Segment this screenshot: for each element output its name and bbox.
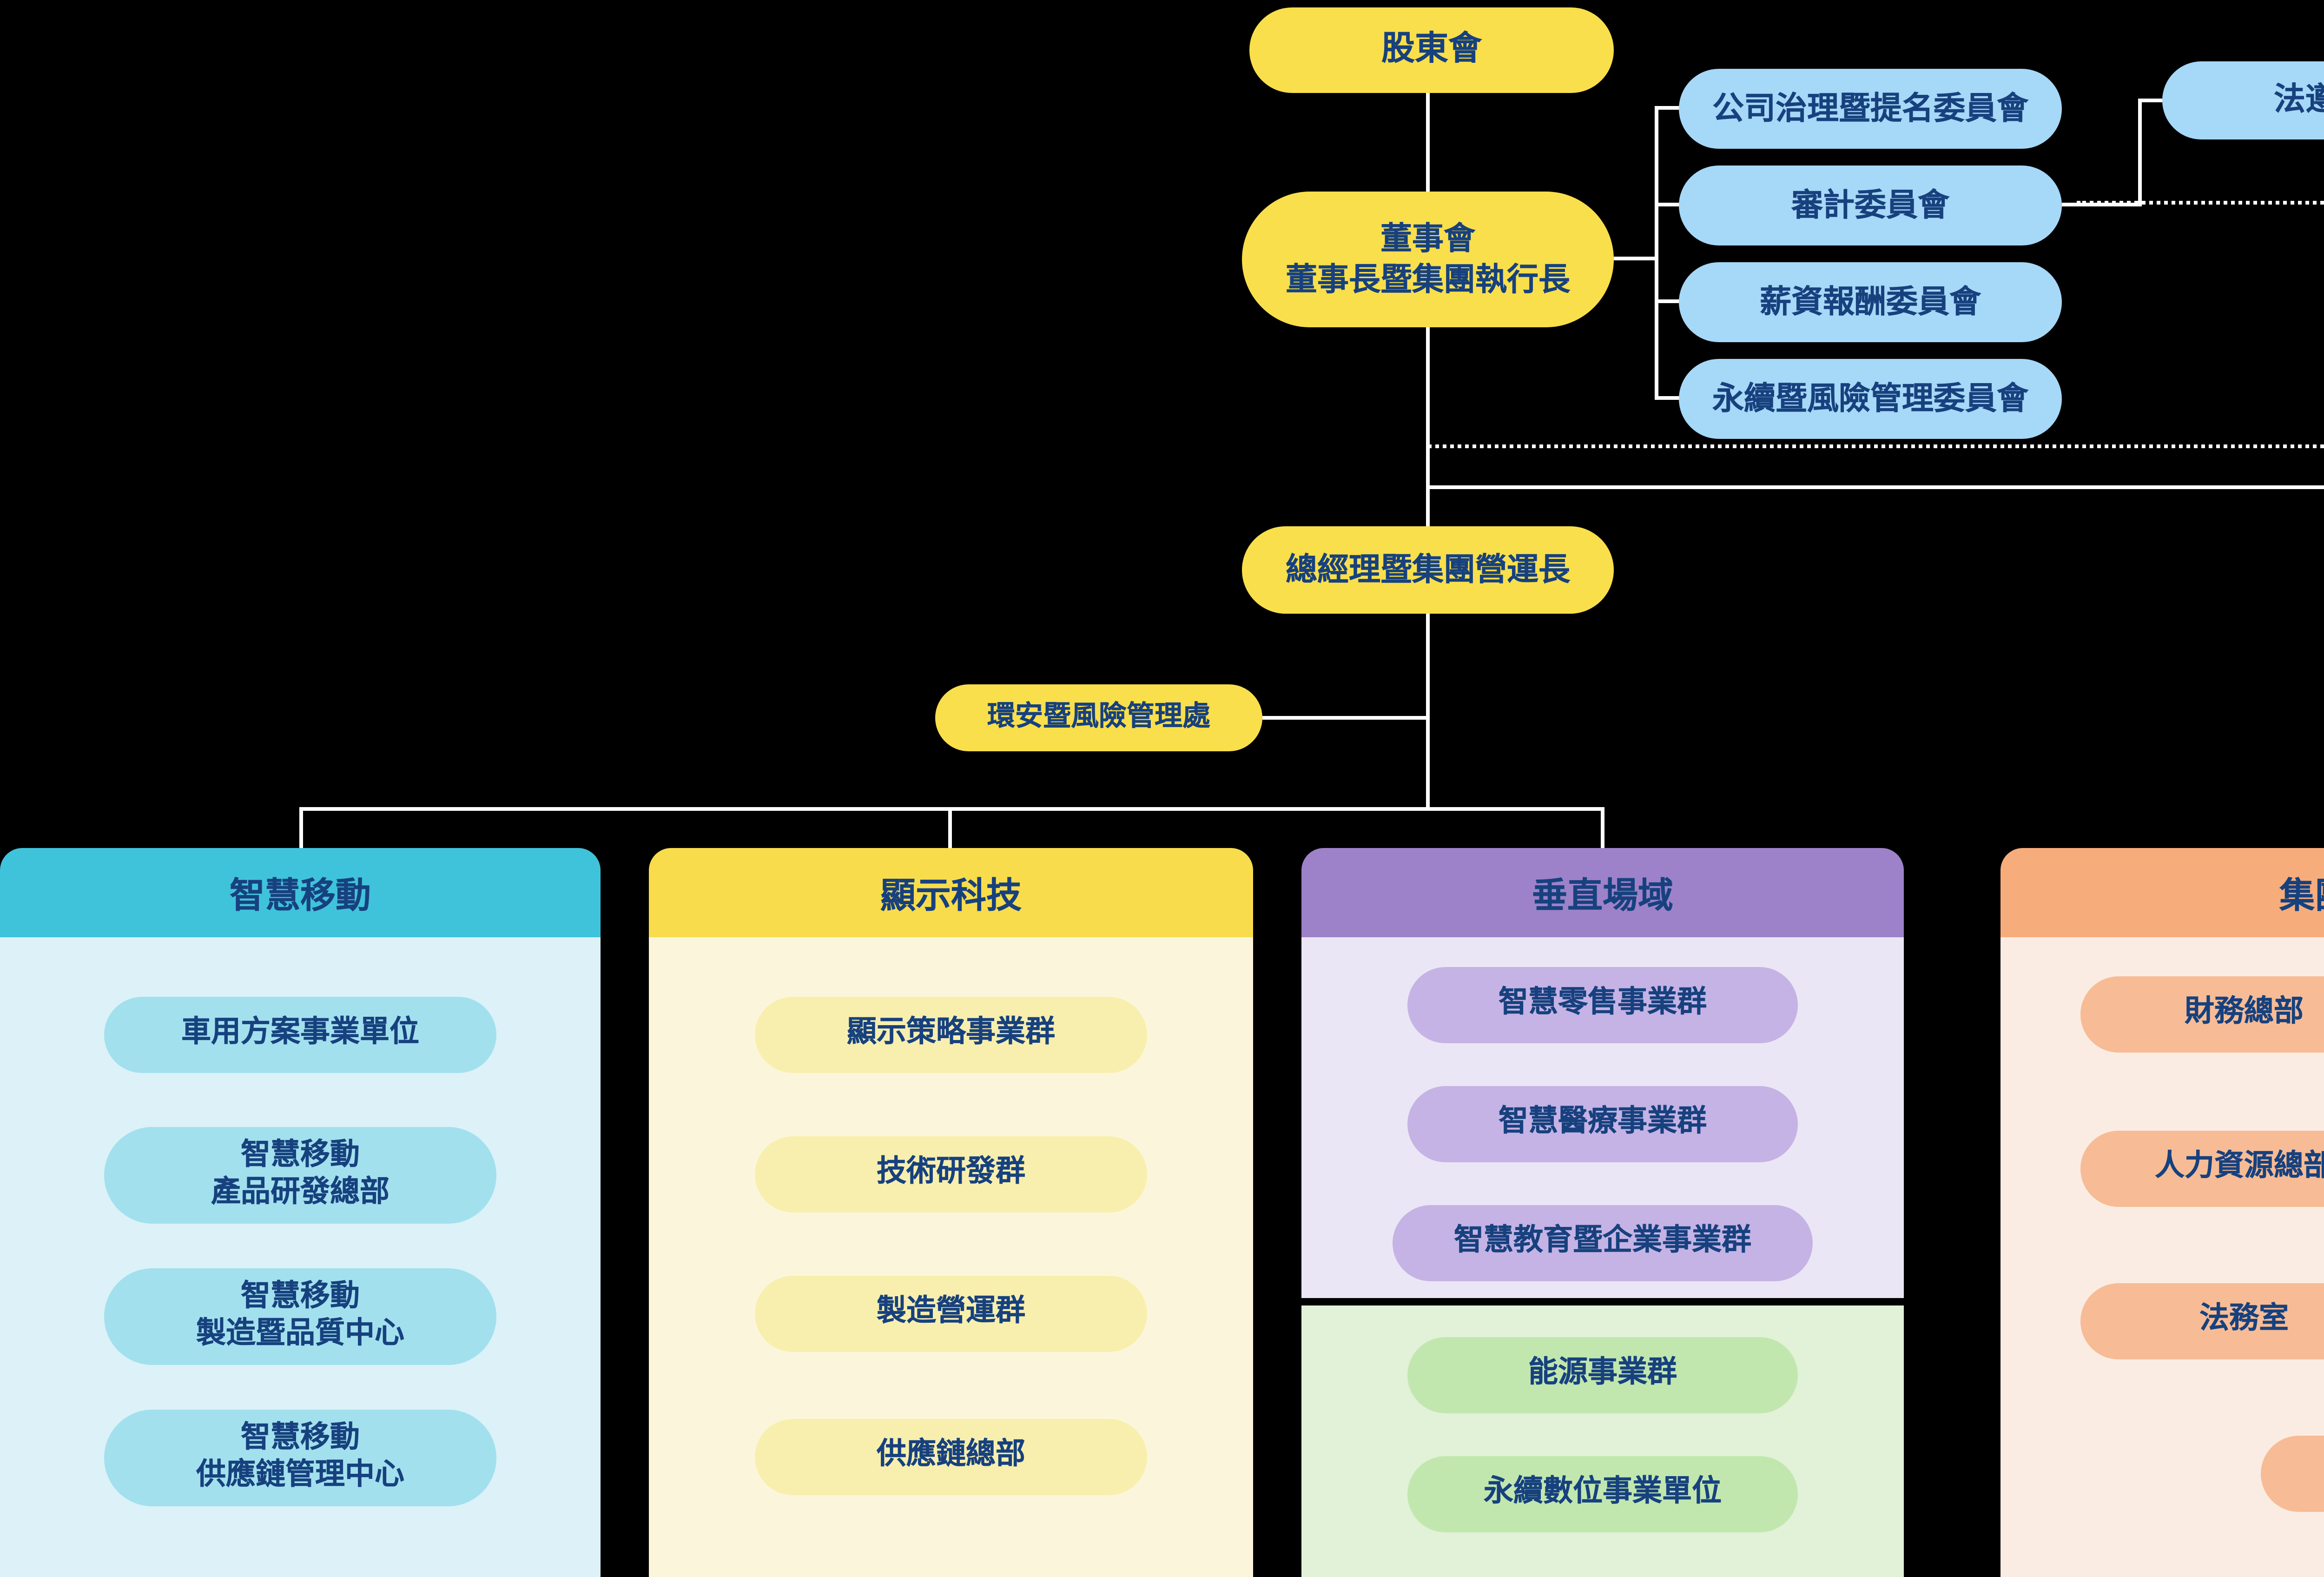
connector-compliance-stub <box>2138 99 2164 102</box>
connector-audit-compliance-v <box>2138 99 2142 206</box>
unit-pill: 智慧教育暨企業事業群 <box>1393 1205 1813 1281</box>
connector-committee-stub-4 <box>1655 396 1681 400</box>
committee-pill-audit: 審計委員會 <box>1679 166 2062 245</box>
connector-drop-mobility <box>299 807 303 852</box>
unit-pill: 技術研發群 <box>755 1136 1147 1213</box>
connector-committee-stub-3 <box>1655 299 1681 303</box>
unit-pill: 車用方案事業單位 <box>104 997 496 1073</box>
connector-committee-spine <box>1655 106 1658 400</box>
unit-pill: 能源事業群 <box>1407 1337 1798 1413</box>
unit-pill: 智慧移動 供應鏈管理中心 <box>104 1410 496 1506</box>
connector-board-committees <box>1614 257 1655 260</box>
connector-drop-display <box>948 807 952 852</box>
connector-branch-support-h <box>1426 485 2324 489</box>
unit-pill: 智慧移動 產品研發總部 <box>104 1127 496 1224</box>
unit-pill: 智慧醫療事業群 <box>1407 1086 1798 1162</box>
committee-pill-governance: 公司治理暨提名委員會 <box>1679 69 2062 149</box>
connector-board-president <box>1426 325 1430 528</box>
node-ehs-risk-office: 環安暨風險管理處 <box>935 684 1262 751</box>
unit-pill: 製造營運群 <box>755 1276 1147 1352</box>
unit-pill: 供應鏈總部 <box>755 1419 1147 1495</box>
connector-distribution <box>299 807 1604 811</box>
unit-pill: 顯示策略事業群 <box>755 997 1147 1073</box>
dotted-compliance-to-ceo <box>1428 444 2324 448</box>
unit-pill: 人力資源總部 <box>2080 1131 2324 1207</box>
connector-audit-compliance-h <box>2062 203 2142 206</box>
division-header-support: 集團營運支援單位 <box>2000 848 2324 937</box>
connector-committee-stub-1 <box>1655 106 1681 110</box>
unit-pill: 智慧零售事業群 <box>1407 967 1798 1043</box>
node-president-coo: 總經理暨集團營運長 <box>1242 526 1614 614</box>
unit-pill: 智慧移動 製造暨品質中心 <box>104 1268 496 1365</box>
division-header-vertical: 垂直場域 <box>1301 848 1904 937</box>
connector-president-down <box>1426 612 1430 811</box>
unit-pill: 財務總部 <box>2080 976 2324 1053</box>
node-shareholders: 股東會 <box>1249 7 1614 93</box>
connector-committee-stub-2 <box>1655 203 1681 206</box>
connector-ehs <box>1262 716 1428 720</box>
division-header-display: 顯示科技 <box>649 848 1253 937</box>
unit-pill-audit-office: 稽核管理處 <box>2261 1436 2324 1512</box>
node-compliance-counsel: 法遵總顧問 <box>2162 61 2324 139</box>
committee-pill-sustainability: 永續暨風險管理委員會 <box>1679 359 2062 439</box>
connector-shareholders-board <box>1426 93 1430 193</box>
dotted-audit-right-edge <box>2077 201 2324 205</box>
division-header-mobility: 智慧移動 <box>0 848 601 937</box>
unit-pill: 永續數位事業單位 <box>1407 1456 1798 1532</box>
unit-pill: 法務室 <box>2080 1283 2324 1359</box>
connector-drop-vertical <box>1601 807 1604 852</box>
node-board: 董事會 董事長暨集團執行長 <box>1242 192 1614 327</box>
committee-pill-compensation: 薪資報酬委員會 <box>1679 262 2062 342</box>
